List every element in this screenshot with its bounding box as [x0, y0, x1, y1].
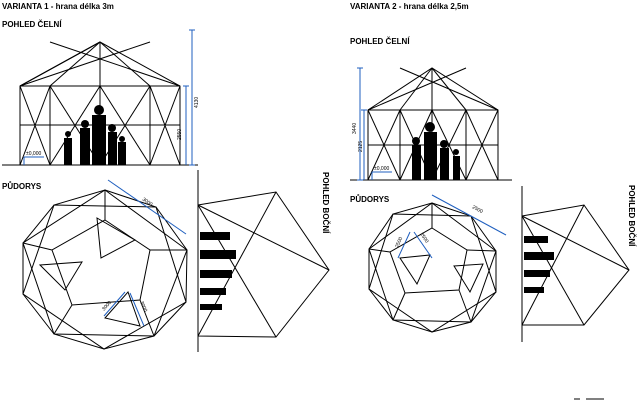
variant1-plan-view-label: PŮDORYS: [2, 182, 42, 191]
variant2-plan-view-label: PŮDORYS: [350, 195, 390, 204]
variant1-front-view-label: POHLED ČELNÍ: [2, 20, 62, 29]
variant2-wall-height-dim: 2125: [358, 141, 364, 152]
variant1-dimension-lines: [23, 29, 195, 166]
variant1-level-dim: ±0,000: [26, 151, 41, 157]
variant1-side-elevation: [197, 170, 330, 352]
variant2-level-dim: ±0,000: [374, 166, 389, 172]
variant1-wall-height-dim: 2550: [177, 129, 183, 140]
variant1-tri-dim-b: 3000: [138, 300, 148, 313]
variant1-plan-dimensions: [103, 179, 187, 327]
variant2-plan-dimensions: [397, 194, 507, 259]
variant2-people-silhouette: [412, 122, 460, 180]
variant1-total-height-dim: 4130: [194, 97, 200, 108]
variant2-side-elevation: [521, 186, 630, 342]
variant2-title: VARIANTA 2 - hrana délka 2,5m: [350, 2, 469, 11]
variant2-tri-dim-b: 2500: [418, 232, 429, 245]
variant2-side-people: [524, 236, 554, 293]
variant1-edge-dim: 3000: [141, 197, 154, 208]
variant1-side-people: [200, 232, 236, 310]
variant1-floor-plan: [22, 189, 188, 350]
variant2-floor-plan: [368, 202, 497, 333]
variant2-edge-dim: 2500: [471, 204, 484, 215]
variant1-front-elevation: [2, 41, 198, 166]
variant1-title: VARIANTA 1 - hrana délka 3m: [2, 2, 114, 11]
variant2-total-height-dim: 3440: [352, 123, 358, 134]
variant2-front-view-label: POHLED ČELNÍ: [350, 37, 410, 46]
variant1-people-silhouette: [64, 105, 126, 165]
variant2-dimension-lines: [357, 67, 392, 181]
variant2-tri-dim-a: 2500: [394, 236, 404, 249]
